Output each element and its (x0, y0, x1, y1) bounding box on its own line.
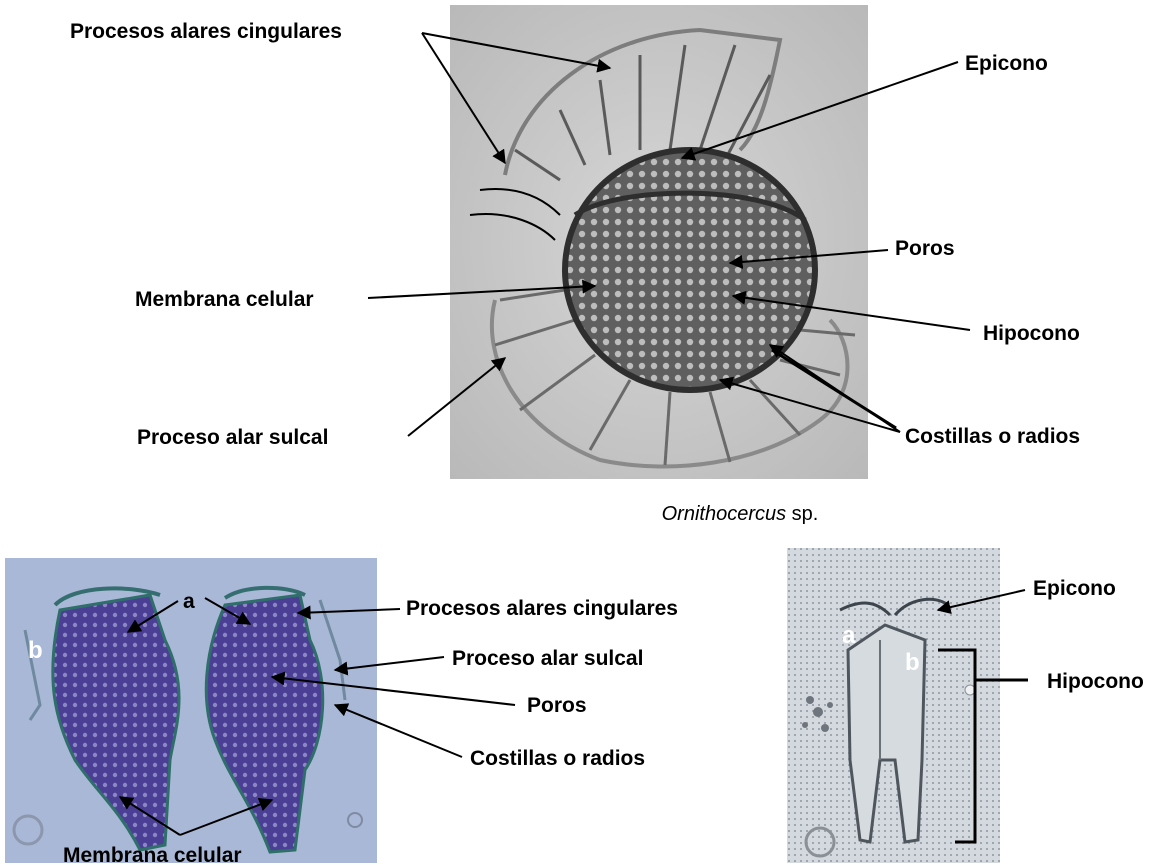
label-poros-top: Poros (895, 237, 955, 260)
label-proceso-alar-sulcal-top: Proceso alar sulcal (137, 426, 328, 449)
caption: Ornithocercus sp. (662, 503, 819, 525)
label-hipocono-top: Hipocono (983, 322, 1080, 345)
label-b-left: b (28, 637, 43, 664)
caption-suffix: sp. (786, 503, 818, 525)
label-membrana-celular-top: Membrana celular (135, 288, 314, 311)
label-hipocono-right: Hipocono (1047, 670, 1144, 693)
label-procesos-alares-cingulares-top: Procesos alares cingulares (70, 20, 342, 43)
label-membrana-left: Membrana celular (63, 844, 242, 865)
label-epicono-top: Epicono (965, 52, 1048, 75)
label-a-left: a (183, 590, 195, 613)
label-costillas-top: Costillas o radios (905, 425, 1080, 448)
bottom-right-micrograph (787, 548, 1000, 863)
label-procesos-cingulares-left: Procesos alares cingulares (406, 597, 678, 620)
caption-genus: Ornithocercus (662, 503, 787, 525)
label-costillas-left: Costillas o radios (470, 747, 645, 770)
label-sulcal-left: Proceso alar sulcal (452, 647, 643, 670)
top-micrograph (450, 5, 868, 479)
label-epicono-right: Epicono (1033, 577, 1116, 600)
label-poros-left: Poros (527, 694, 587, 717)
label-a-right: a (842, 622, 856, 649)
label-b-right: b (905, 649, 920, 676)
